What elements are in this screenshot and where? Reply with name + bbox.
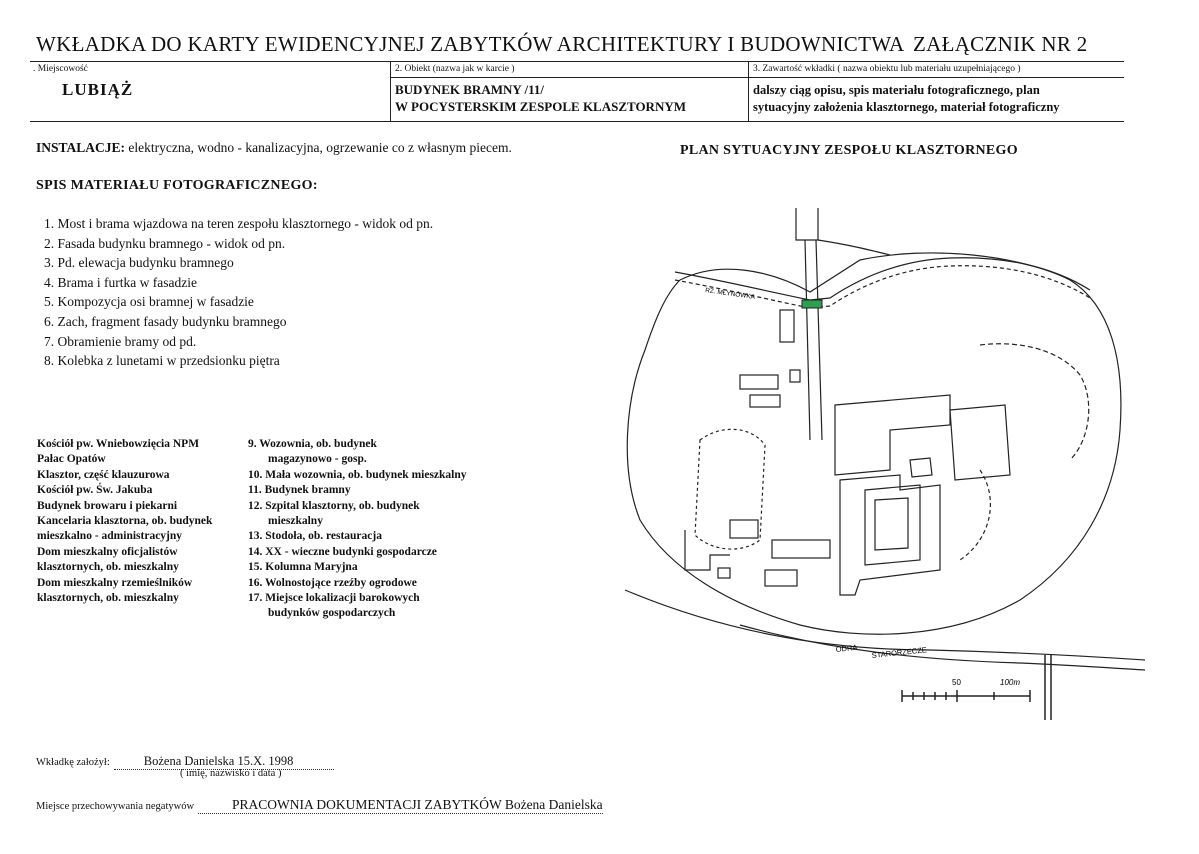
negatives-label: Miejsce przechowywania negatywów <box>36 801 195 812</box>
content-line-2: sytuacyjny założenia klasztornego, mater… <box>753 100 1060 114</box>
scale-mid-label: 50 <box>952 678 961 687</box>
photo-list: 1. Most i brama wjazdowa na teren zespoł… <box>44 214 433 371</box>
installations-label: INSTALACJE: <box>36 140 126 155</box>
legend-item: budynków gospodarczych <box>268 607 396 620</box>
legend-item: 10. Mała wozownia, ob. budynek mieszkaln… <box>248 468 467 481</box>
legend-item: Kościół pw. Wniebowzięcia NPM <box>37 438 200 450</box>
legend-item: Kancelaria klasztorna, ob. budynek <box>37 515 213 528</box>
stream-bank <box>674 265 1091 309</box>
legend-item: magazynowo - gosp. <box>268 453 367 466</box>
photo-item: 1. Most i brama wjazdowa na teren zespoł… <box>44 216 434 231</box>
legend-item: 9. Wozownia, ob. budynek <box>248 438 377 450</box>
river-label: ODRA <box>835 643 857 654</box>
legend-item: Pałac Opatów <box>37 453 106 466</box>
site-plan-map: RZ. MŁYNÓWKA ODRA STARORZECZE 50 100m <box>624 208 1146 720</box>
legend-item: klasztornych, ob. mieszkalny <box>37 592 179 605</box>
legend-item: 15. Kolumna Maryjna <box>248 561 358 574</box>
negatives-value: PRACOWNIA DOKUMENTACJI ZABYTKÓW Bożena D… <box>198 797 603 814</box>
legend-item: 12. Szpital klasztorny, ob. budynek <box>248 499 420 512</box>
negatives-row: Miejsce przechowywania negatywów PRACOWN… <box>36 796 603 814</box>
legend-item: Budynek browaru i piekarni <box>37 499 178 512</box>
st-jacob-church <box>909 457 933 478</box>
info-box-divider-1 <box>390 61 391 121</box>
abbey-east-wing <box>949 404 1011 481</box>
info-box-label-rule <box>390 77 1124 78</box>
legend-item: mieszkalny <box>268 515 323 528</box>
building-west-1 <box>739 374 779 390</box>
legend-item: 13. Stodoła, ob. restauracja <box>248 530 382 543</box>
photo-item: 2. Fasada budynku bramnego - widok od pn… <box>44 235 286 251</box>
legend-item: Klasztor, część klauzurowa <box>37 468 170 481</box>
info-box-top-border <box>30 61 1124 62</box>
building-west-6 <box>684 530 730 571</box>
building-south-1 <box>771 539 831 559</box>
legend-item: 14. XX - wieczne budynki gospodarcze <box>248 545 437 558</box>
legend-item: klasztornych, ob. mieszkalny <box>37 561 179 574</box>
content-label: 3. Zawartość wkładki ( nazwa obiektu lub… <box>753 64 1021 74</box>
building-west-2 <box>749 394 781 408</box>
locality-value: LUBIĄŻ <box>62 80 134 99</box>
oxbow-label: STARORZECZE <box>871 645 927 660</box>
garden-east <box>979 343 1090 461</box>
content-line-1: dalszy ciąg opisu, spis materiału fotogr… <box>753 83 1040 97</box>
river-bank-north <box>624 589 1146 661</box>
photo-item: 6. Zach, fragment fasady budynku bramneg… <box>44 313 287 329</box>
scale-bar <box>901 690 1031 702</box>
building-west-4 <box>789 369 801 383</box>
legend-item: 16. Wolnostojące rzeźby ogrodowe <box>248 576 417 589</box>
abbey-cloister-court <box>874 497 909 551</box>
photo-item: 7. Obramienie bramy od pd. <box>44 333 197 349</box>
info-box-divider-2 <box>748 61 749 121</box>
scale-end-label: 100m <box>1000 678 1020 687</box>
installations-line: INSTALACJE: elektryczna, wodno - kanaliz… <box>36 140 512 156</box>
river-bank-south <box>739 624 1146 671</box>
object-line-2: W POCYSTERSKIM ZESPOLE KLASZTORNYM <box>395 99 686 114</box>
legend-item: mieszkalno - administracyjny <box>37 530 183 543</box>
author-row: Wkładkę założył: Bożena Danielska 15.X. … <box>36 752 334 770</box>
north-road-branch <box>817 239 891 256</box>
photo-list-heading: SPIS MATERIAŁU FOTOGRAFICZNEGO: <box>36 178 318 193</box>
legend-item: 11. Budynek bramny <box>248 484 351 497</box>
gate-building-highlight <box>801 299 823 309</box>
building-west-5 <box>729 519 759 539</box>
object-label: 2. Obiekt (nazwa jak w karcie ) <box>395 64 515 74</box>
plan-title: PLAN SYTUACYJNY ZESPOŁU KLASZTORNEGO <box>680 143 1018 158</box>
legend-item: Dom mieszkalny oficjalistów <box>37 545 178 558</box>
legend-item: Kościół pw. Św. Jakuba <box>37 484 153 497</box>
building-west-3 <box>779 309 795 343</box>
garden-path <box>959 469 991 561</box>
annex-number: ZAŁĄCZNIK NR 2 <box>913 32 1088 56</box>
gate-axis-road <box>804 239 823 441</box>
info-box-bottom-border <box>30 121 1124 122</box>
legend-item: Dom mieszkalny rzemieślników <box>37 576 193 589</box>
legend-item: 17. Miejsce lokalizacji barokowych <box>248 592 420 605</box>
building-west-7 <box>717 567 731 579</box>
photo-item: 4. Brama i furtka w fasadzie <box>44 274 197 290</box>
author-label: Wkładkę założył: <box>36 757 110 768</box>
photo-item: 8. Kolebka z lunetami w przedsionku pięt… <box>44 353 280 369</box>
stream-line <box>674 257 1091 301</box>
document-title: WKŁADKA DO KARTY EWIDENCYJNEJ ZABYTKÓW A… <box>36 32 905 56</box>
abbey-cloister <box>864 484 921 566</box>
legend-column-2: 9. Wozownia, ob. budynek magazynowo - go… <box>248 437 467 622</box>
abbey-church <box>834 394 951 476</box>
building-south-2 <box>764 569 798 587</box>
installations-text: elektryczna, wodno - kanalizacyjna, ogrz… <box>125 140 512 155</box>
photo-item: 3. Pd. elewacja budynku bramnego <box>44 255 234 271</box>
author-hint: ( imię, nazwisko i data ) <box>180 768 282 779</box>
photo-item: 5. Kompozycja osi bramnej w fasadzie <box>44 294 254 310</box>
garden-west <box>694 428 766 550</box>
legend-column-1: Kościół pw. Wniebowzięcia NPM Pałac Opat… <box>37 437 212 606</box>
author-value: Bożena Danielska 15.X. 1998 <box>113 754 334 770</box>
north-arrow <box>1044 655 1052 720</box>
north-road <box>795 208 819 241</box>
site-boundary <box>626 252 1122 635</box>
abbey-palace <box>839 474 941 596</box>
object-line-1: BUDYNEK BRAMNY /11/ <box>395 82 545 97</box>
locality-label: . Miejscowość <box>33 64 88 74</box>
